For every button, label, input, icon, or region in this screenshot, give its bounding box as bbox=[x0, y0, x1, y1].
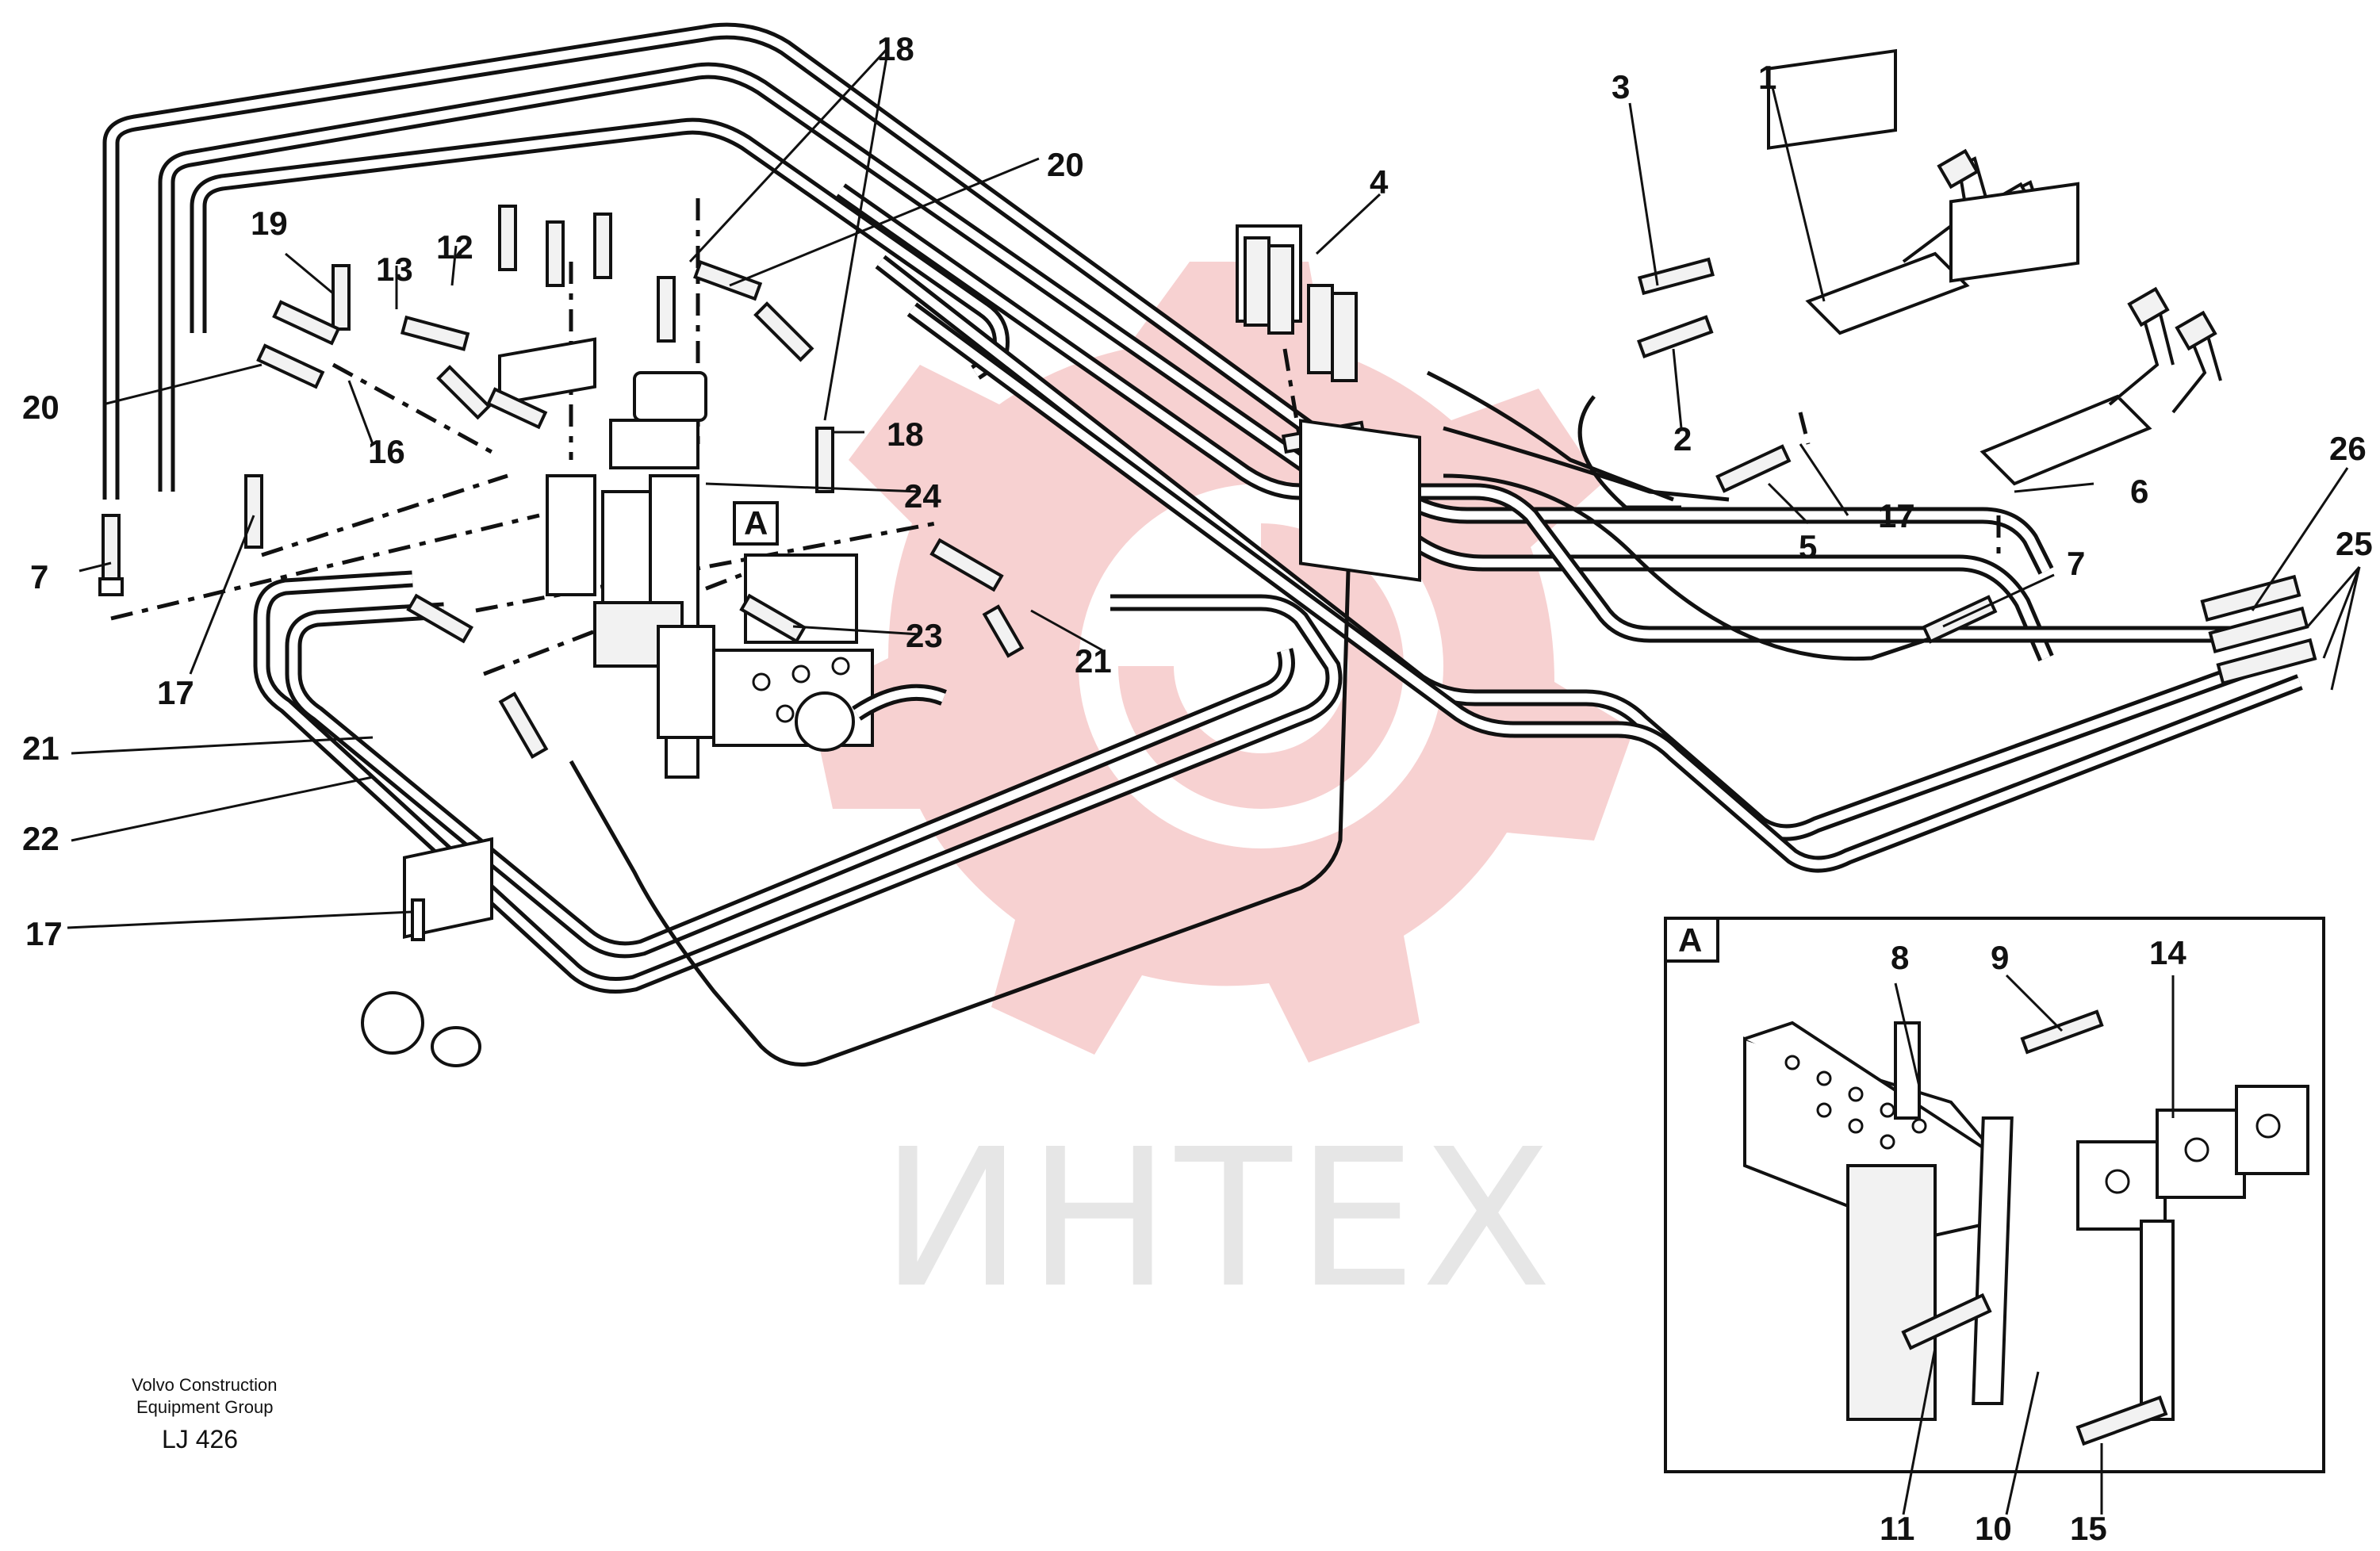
watermark-swirl bbox=[1118, 523, 1404, 809]
callout-26: 26 bbox=[2329, 430, 2367, 467]
screw-15 bbox=[2075, 1395, 2168, 1446]
detail-a-panel: A bbox=[1664, 917, 2325, 1473]
callout-8: 8 bbox=[1891, 939, 1909, 976]
pilot-valve-4 bbox=[1236, 224, 1421, 582]
callout-3: 3 bbox=[1612, 68, 1630, 105]
callout-a-marker: A bbox=[744, 504, 768, 542]
callout-22: 22 bbox=[22, 820, 59, 857]
callout-12: 12 bbox=[436, 228, 473, 266]
tee-fitting-17 bbox=[361, 837, 493, 1067]
callout-25: 25 bbox=[2336, 525, 2373, 562]
callout-2: 2 bbox=[1673, 420, 1692, 458]
callout-14: 14 bbox=[2149, 934, 2186, 971]
screw-11 bbox=[1901, 1292, 1992, 1350]
footer-drawing-code: LJ 426 bbox=[162, 1425, 238, 1453]
callout-20-left: 20 bbox=[22, 389, 59, 426]
callout-18-top: 18 bbox=[877, 30, 914, 67]
callout-17-left: 17 bbox=[157, 674, 194, 711]
callout-23: 23 bbox=[906, 617, 943, 654]
callout-21-center: 21 bbox=[1075, 642, 1112, 680]
callout-20-top: 20 bbox=[1047, 146, 1084, 183]
pedal-valve-1 bbox=[1767, 48, 2048, 335]
control-valve-assembly bbox=[498, 337, 947, 779]
footer-block: Volvo Construction Equipment Group LJ 42… bbox=[132, 1375, 277, 1453]
callout-15: 15 bbox=[2070, 1510, 2107, 1547]
hose-route-conn-right-7 bbox=[1443, 473, 1944, 661]
callout-19: 19 bbox=[251, 205, 288, 242]
detail-a-label: A bbox=[1678, 921, 1702, 959]
callout-10: 10 bbox=[1975, 1510, 2012, 1547]
callouts: 1 3 4 2 5 17 6 7 26 25 18 20 18 24 23 21… bbox=[22, 30, 2373, 1547]
callout-5: 5 bbox=[1799, 528, 1817, 565]
callout-7-right: 7 bbox=[2067, 545, 2085, 582]
footer-company-line2: Equipment Group bbox=[136, 1397, 273, 1417]
footer-company-line1: Volvo Construction bbox=[132, 1375, 277, 1395]
callout-6: 6 bbox=[2130, 473, 2148, 510]
hose-route-conn-7b bbox=[1577, 395, 1681, 510]
fittings bbox=[98, 205, 2317, 760]
callout-16: 16 bbox=[368, 433, 405, 470]
hose-route-conn-5 bbox=[1443, 426, 1730, 502]
callout-1: 1 bbox=[1758, 59, 1776, 96]
callout-11: 11 bbox=[1880, 1510, 1914, 1547]
hose-route-lower bbox=[569, 570, 1351, 1067]
leader-lines bbox=[67, 46, 2361, 1515]
screw-9 bbox=[2020, 1009, 2104, 1055]
callout-24: 24 bbox=[904, 477, 941, 515]
callout-7-left: 7 bbox=[30, 558, 48, 596]
callout-17-right: 17 bbox=[1878, 497, 1915, 534]
callout-17-bottom: 17 bbox=[25, 915, 63, 952]
watermark-gear-logo bbox=[809, 262, 1634, 1063]
callout-13: 13 bbox=[376, 251, 413, 288]
callout-21-left: 21 bbox=[22, 730, 59, 767]
watermark-text: ИНТЕХ bbox=[880, 1108, 1557, 1330]
callout-9: 9 bbox=[1991, 939, 2009, 976]
hose-route-conn-7 bbox=[1426, 370, 1674, 502]
callout-4: 4 bbox=[1370, 163, 1389, 201]
pedal-valve-6 bbox=[1949, 182, 2222, 486]
callout-18-mid: 18 bbox=[887, 416, 924, 453]
callout-a-marker-box bbox=[733, 501, 779, 546]
plate-10 bbox=[1972, 1116, 2014, 1405]
